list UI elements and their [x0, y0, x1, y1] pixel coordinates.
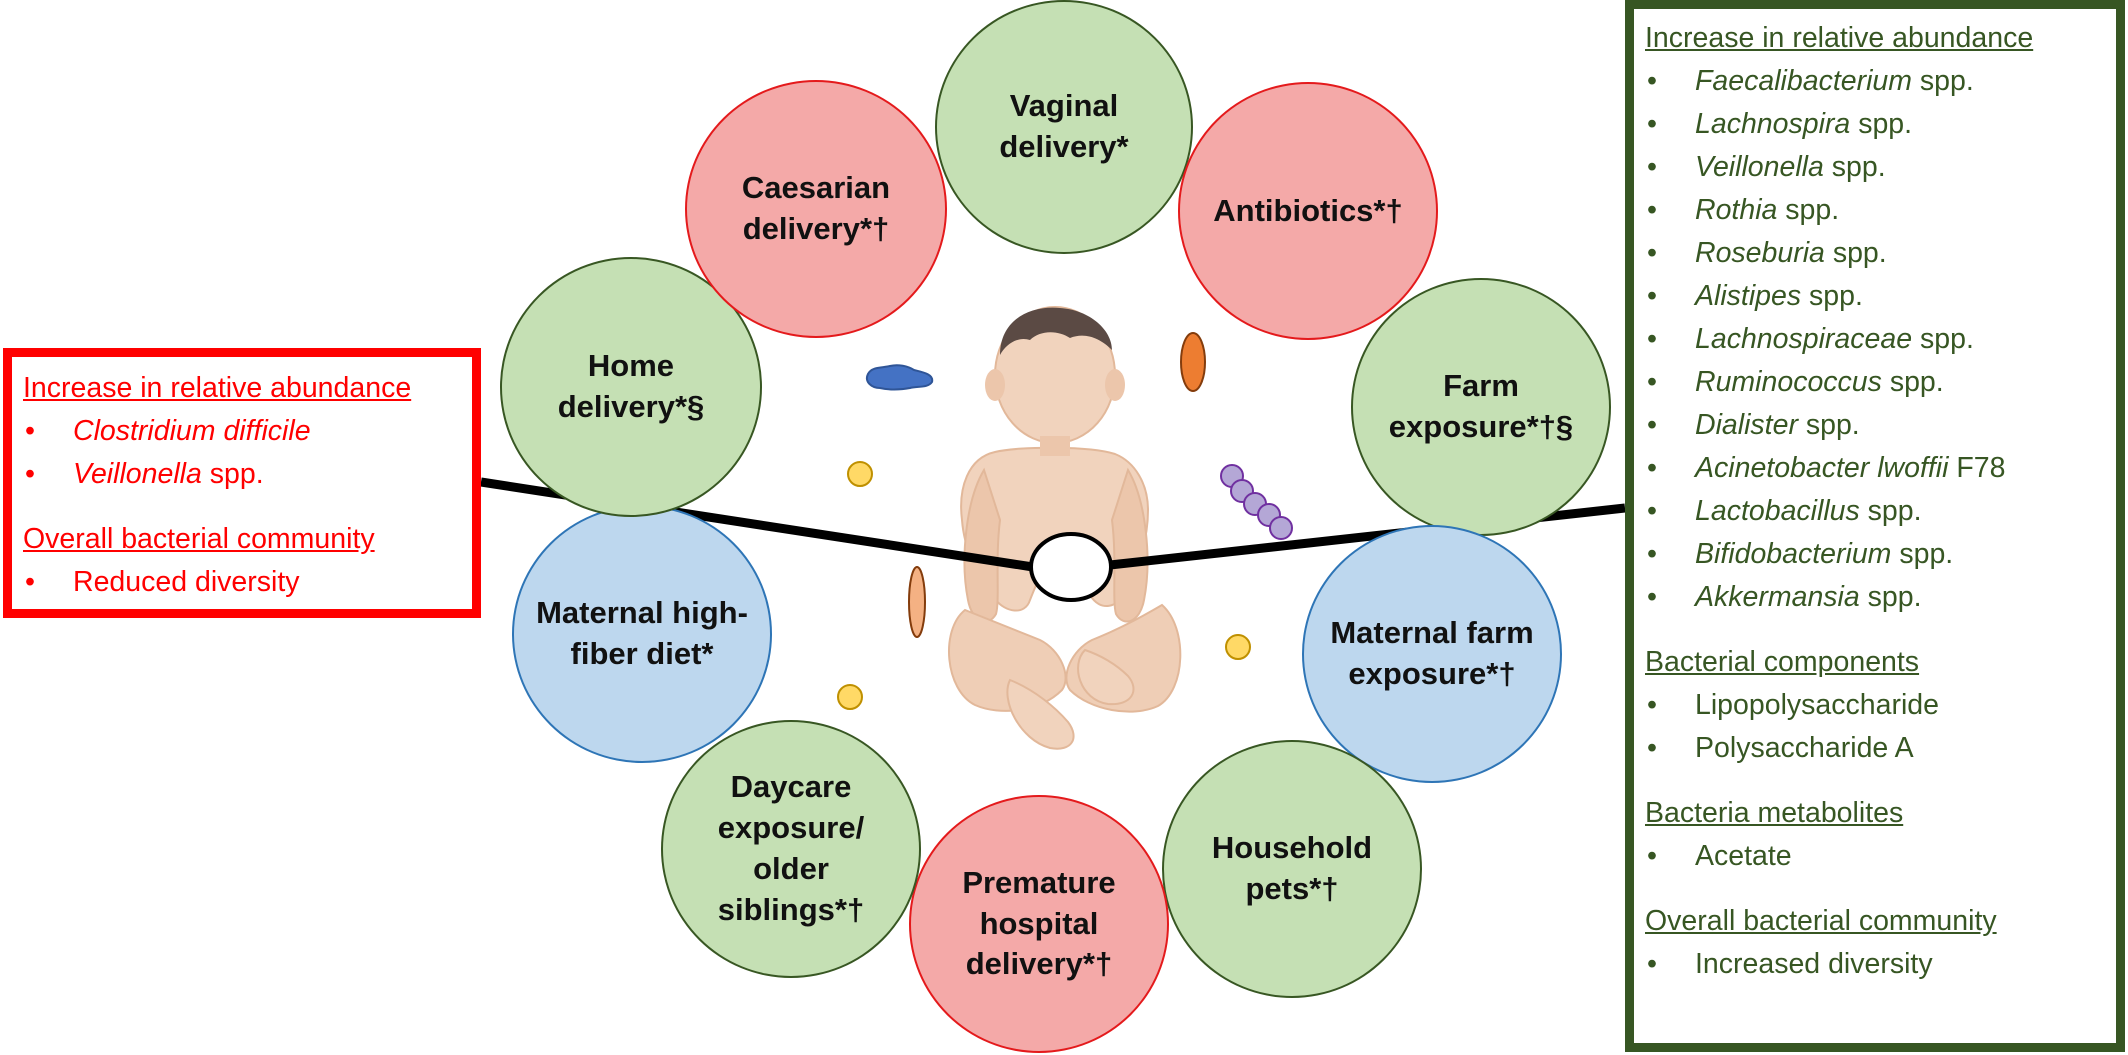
taxon-name: Akkermansia [1695, 581, 1860, 613]
right-heading-metabolites: Bacteria metabolites [1645, 797, 1904, 829]
taxon-suffix: spp. [1891, 538, 1954, 570]
taxon-name: Lachnospiraceae [1695, 323, 1913, 355]
taxon-name: Roseburia [1695, 237, 1825, 269]
taxon-suffix: spp. [1801, 280, 1863, 312]
right-metabolites-list: Acetate [1645, 835, 2116, 878]
taxon-suffix: spp. [1859, 581, 1922, 613]
taxon-name: Veillonella [1695, 151, 1824, 183]
list-item: Lachnospira spp. [1645, 103, 2116, 146]
taxon-suffix: spp. [1824, 237, 1887, 269]
factor-antibiotics: Antibiotics*† [1178, 82, 1438, 340]
taxon-name: Rothia [1695, 194, 1778, 226]
taxon-name: Lactobacillus [1695, 495, 1860, 527]
list-item: Reduced diversity [23, 561, 472, 604]
list-item: Lipopolysaccharide [1645, 684, 2116, 727]
factor-label-fiber: Maternal high-fiber diet* [536, 595, 748, 671]
infant-illustration [948, 306, 1182, 750]
right-components-list: Lipopolysaccharide Polysaccharide A [1645, 684, 2116, 770]
taxon-suffix: F78 [1948, 452, 2006, 484]
taxon-suffix: spp. [1777, 194, 1840, 226]
factor-maternal-high-fiber-diet: Maternal high-fiber diet* [512, 505, 772, 763]
taxon-suffix: spp. [1797, 409, 1860, 441]
taxon-suffix: spp. [1850, 108, 1913, 140]
taxon-suffix: spp. [1912, 323, 1974, 355]
list-item: Alistipes spp. [1645, 275, 2116, 318]
list-item: Dialister spp. [1645, 404, 2116, 447]
list-item: Acetate [1645, 835, 2116, 878]
left-taxa-list: Clostridium difficile Veillonella spp. [23, 410, 472, 496]
list-item: Increased diversity [1645, 943, 2116, 986]
taxon-name: Alistipes [1695, 280, 1802, 312]
bacteria-icons [837, 332, 1293, 710]
factor-label-antibiotics: Antibiotics*† [1213, 192, 1403, 228]
taxon-suffix: spp. [1823, 151, 1886, 183]
taxon-name: Acinetobacter lwoffii [1695, 452, 1949, 484]
right-heading-components: Bacterial components [1645, 646, 1920, 678]
left-community-list: Reduced diversity [23, 561, 472, 604]
right-heading-relative-abundance: Increase in relative abundance [1645, 22, 2034, 54]
list-item: Polysaccharide A [1645, 727, 2116, 770]
list-item: Veillonella spp. [1645, 146, 2116, 189]
taxon-name: Faecalibacterium [1695, 65, 1913, 97]
taxon-suffix: spp. [1859, 495, 1922, 527]
list-item: Roseburia spp. [1645, 232, 2116, 275]
list-item: Ruminococcus spp. [1645, 361, 2116, 404]
list-item: Akkermansia spp. [1645, 576, 2116, 619]
list-item: Clostridium difficile [23, 410, 472, 453]
list-item: Bifidobacterium spp. [1645, 533, 2116, 576]
right-heading-community: Overall bacterial community [1645, 905, 1997, 937]
panel-increase-outcomes: Increase in relative abundance Faecaliba… [1625, 0, 2125, 1052]
list-item: Lachnospiraceae spp. [1645, 318, 2116, 361]
panel-decrease-outcomes: Increase in relative abundance Clostridi… [3, 348, 481, 618]
left-heading-relative-abundance: Increase in relative abundance [23, 372, 412, 404]
list-item: Faecalibacterium spp. [1645, 60, 2116, 103]
taxon-suffix: spp. [1881, 366, 1944, 398]
list-item: Veillonella spp. [23, 453, 472, 496]
list-item: Lactobacillus spp. [1645, 490, 2116, 533]
right-taxa-list: Faecalibacterium spp.Lachnospira spp.Vei… [1645, 60, 2116, 619]
taxon-name: Ruminococcus [1695, 366, 1882, 398]
taxon-name: Dialister [1695, 409, 1798, 441]
right-community-list: Increased diversity [1645, 943, 2116, 986]
taxon-name: Bifidobacterium [1695, 538, 1892, 570]
list-item: Rothia spp. [1645, 189, 2116, 232]
left-heading-community: Overall bacterial community [23, 523, 375, 555]
gut-center-oval [1029, 532, 1113, 602]
taxon-name: Lachnospira [1695, 108, 1851, 140]
taxon-suffix: spp. [1912, 65, 1974, 97]
list-item: Acinetobacter lwoffii F78 [1645, 447, 2116, 490]
